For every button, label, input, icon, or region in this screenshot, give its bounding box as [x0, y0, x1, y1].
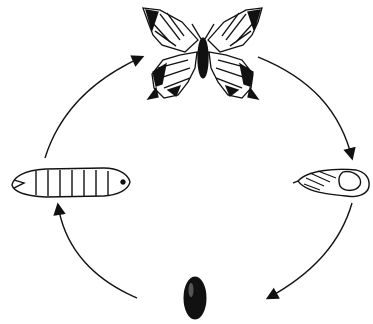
arrow-larva-to-adult — [45, 57, 142, 158]
butterfly-icon — [143, 8, 262, 99]
arrow-egg-to-larva — [58, 205, 137, 298]
larva-icon — [12, 168, 130, 197]
egg-icon — [184, 277, 206, 319]
pupa-icon — [293, 169, 369, 196]
arrow-pupa-to-egg — [268, 203, 352, 298]
arrow-adult-to-pupa — [258, 57, 352, 158]
